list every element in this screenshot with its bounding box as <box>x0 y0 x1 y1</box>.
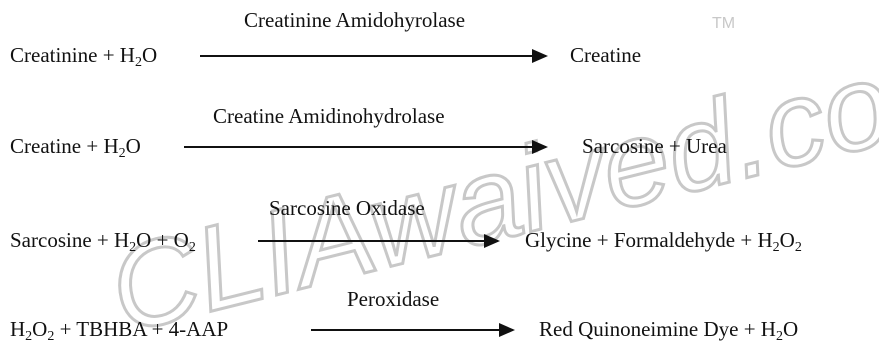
products: Sarcosine + Urea <box>582 134 727 158</box>
reactants: Sarcosine + H2O + O2 <box>10 228 196 255</box>
products: Creatine <box>570 43 642 67</box>
products: Glycine + Formaldehyde + H2O2 <box>525 228 802 255</box>
watermark-trademark: TM <box>712 15 735 32</box>
reactants: H2O2 + TBHBA + 4-AAP <box>10 317 229 344</box>
reaction-arrow <box>311 323 515 337</box>
reactants: Creatinine + H2O <box>10 43 158 70</box>
products: Red Quinoneimine Dye + H2O <box>539 317 799 344</box>
enzyme-label: Creatine Amidinohydrolase <box>213 104 445 128</box>
reaction-arrow <box>258 234 500 248</box>
reaction-arrow <box>184 140 548 154</box>
reactants: Creatine + H2O <box>10 134 141 161</box>
enzyme-label: Peroxidase <box>347 287 440 311</box>
watermark-logo-text: CLIAwaived.com <box>97 11 879 341</box>
enzyme-label: Sarcosine Oxidase <box>269 196 425 220</box>
enzyme-label: Creatinine Amidohyrolase <box>244 8 466 32</box>
reaction-arrow <box>200 49 548 63</box>
